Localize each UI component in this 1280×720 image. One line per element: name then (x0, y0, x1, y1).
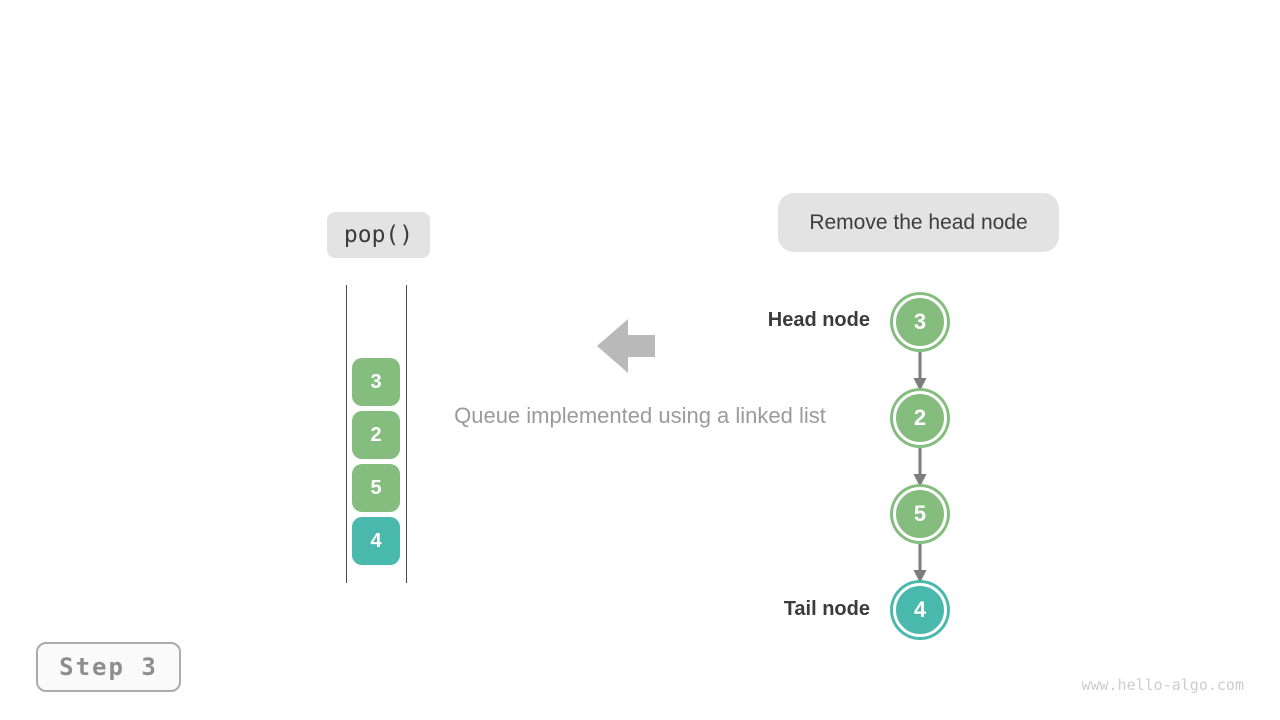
step-badge: Step 3 (36, 642, 181, 692)
operation-badge: pop() (327, 212, 430, 258)
queue-item: 3 (352, 358, 400, 406)
callout-bubble: Remove the head node (778, 193, 1059, 252)
linked-list-node: 5 (893, 487, 947, 541)
tail-node-label: Tail node (783, 598, 870, 620)
queue-item: 5 (352, 464, 400, 512)
queue-item: 2 (352, 411, 400, 459)
watermark: www.hello-algo.com (1081, 676, 1244, 694)
down-arrow-icon (913, 448, 927, 487)
linked-list-node: 2 (893, 391, 947, 445)
down-arrow-icon (913, 352, 927, 391)
queue-item: 4 (352, 517, 400, 565)
left-block-arrow-icon (597, 319, 655, 373)
down-arrow-icon (913, 544, 927, 583)
figure-caption: Queue implemented using a linked list (454, 403, 826, 428)
linked-list-node: 4 (893, 583, 947, 637)
head-node-label: Head node (767, 309, 870, 331)
queue-container-rails (346, 285, 407, 583)
linked-list-node: 3 (893, 295, 947, 349)
